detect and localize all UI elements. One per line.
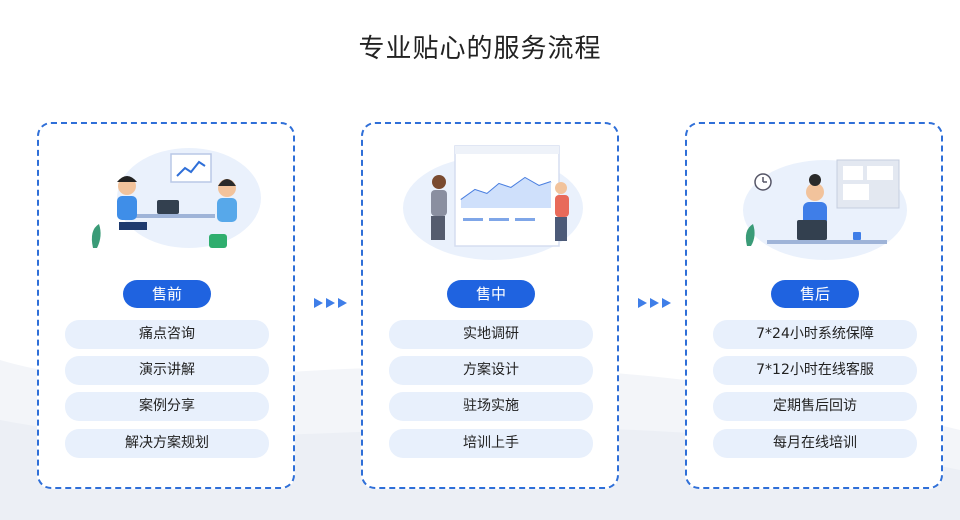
triple-arrow-icon	[638, 298, 671, 308]
stage-label-presale: 售前	[123, 280, 211, 308]
insale-card: 售中 实地调研 方案设计 驻场实施 培训上手	[361, 122, 619, 489]
stage-label-insale: 售中	[447, 280, 535, 308]
insale-item: 实地调研	[389, 320, 593, 349]
presale-card: 售前 痛点咨询 演示讲解 案例分享 解决方案规划	[37, 122, 295, 489]
aftersale-item: 定期售后回访	[713, 392, 917, 421]
aftersale-item: 7*24小时系统保障	[713, 320, 917, 349]
presale-item: 案例分享	[65, 392, 269, 421]
insale-item: 方案设计	[389, 356, 593, 385]
presale-item: 痛点咨询	[65, 320, 269, 349]
stage-label-aftersale: 售后	[771, 280, 859, 308]
presale-illustration	[91, 148, 261, 248]
page-title: 专业贴心的服务流程	[358, 34, 602, 64]
insale-illustration	[403, 145, 583, 260]
insale-item: 培训上手	[389, 429, 593, 458]
aftersale-card: 售后 7*24小时系统保障 7*12小时在线客服 定期售后回访 每月在线培训	[685, 122, 943, 489]
presale-item: 解决方案规划	[65, 429, 269, 458]
aftersale-item: 每月在线培训	[713, 429, 917, 458]
aftersale-item: 7*12小时在线客服	[713, 356, 917, 385]
presale-item: 演示讲解	[65, 356, 269, 385]
aftersale-illustration	[743, 159, 907, 260]
triple-arrow-icon	[314, 298, 347, 308]
insale-item: 驻场实施	[389, 392, 593, 421]
